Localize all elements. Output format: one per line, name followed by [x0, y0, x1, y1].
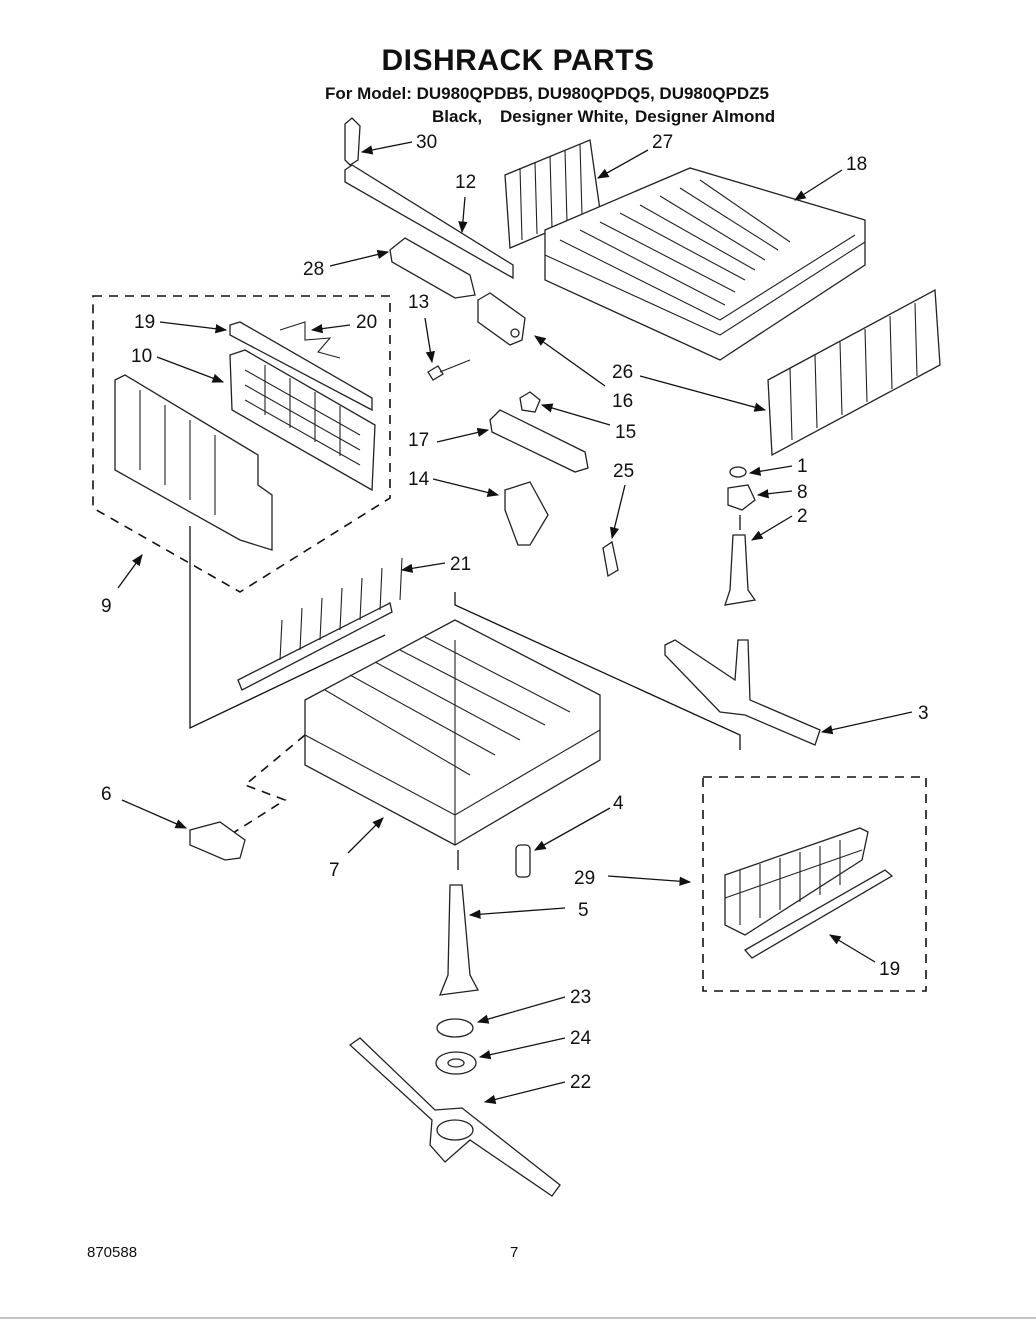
- part-20-clip: [279, 321, 341, 359]
- part-23-washer: [436, 1018, 474, 1038]
- part-28-bracket: [389, 237, 476, 299]
- callout-5: 5: [578, 900, 589, 921]
- callout-6: 6: [101, 784, 112, 805]
- color-designer-almond: Designer Almond: [635, 107, 776, 126]
- color-black: Black,: [432, 107, 483, 126]
- callout-25: 25: [613, 461, 634, 482]
- callout-19: 19: [134, 312, 155, 333]
- page-number: 7: [510, 1244, 519, 1261]
- callout-29: 29: [574, 868, 595, 889]
- callout-18: 18: [846, 154, 867, 175]
- part-30-hook: [344, 117, 361, 166]
- assembly-line-6: [221, 734, 306, 841]
- callout-1: 1: [797, 456, 808, 477]
- assembly-line-9: [189, 526, 386, 730]
- page-title: DISHRACK PARTS: [381, 44, 655, 77]
- document-code: 870588: [87, 1244, 138, 1261]
- callout-28: 28: [303, 259, 324, 280]
- assembly-line-rack: [454, 592, 741, 750]
- part-7-lower-rack: [304, 619, 601, 846]
- part-12-rail: [344, 164, 514, 280]
- callout-labels: 30 27 18 12 28 13 19 20 10 16 26 15 17 2…: [101, 132, 929, 1093]
- part-15-cap: [519, 391, 541, 413]
- callout-2: 2: [797, 506, 808, 527]
- part-10-basket: [229, 349, 376, 492]
- part-24-seal: [435, 1051, 477, 1075]
- part-19b-strip: [743, 869, 894, 959]
- part-5-tower: [438, 884, 480, 996]
- part-25-clip: [602, 540, 619, 578]
- callout-26: 26: [612, 362, 633, 383]
- leader-lines: [117, 141, 913, 1104]
- callout-23: 23: [570, 987, 591, 1008]
- callout-14: 14: [408, 469, 430, 490]
- callout-8: 8: [797, 482, 808, 503]
- callout-13: 13: [408, 292, 429, 313]
- part-14-manifold: [504, 481, 549, 546]
- part-19-strip: [229, 321, 373, 412]
- model-line: For Model: DU980QPDB5, DU980QPDQ5, DU980…: [325, 84, 770, 103]
- part-3-spray-arm: [664, 639, 821, 746]
- callout-19b: 19: [879, 959, 900, 980]
- callout-15: 15: [615, 422, 636, 443]
- part-16-plate: [477, 292, 526, 346]
- callout-22: 22: [570, 1072, 591, 1093]
- part-13-screw: [427, 359, 471, 381]
- callout-9: 9: [101, 596, 112, 617]
- callout-17: 17: [408, 430, 429, 451]
- callout-7: 7: [329, 860, 340, 881]
- callout-30: 30: [416, 132, 437, 153]
- part-18-upper-rack: [544, 167, 866, 361]
- callout-20: 20: [356, 312, 377, 333]
- part-6-stop: [189, 821, 246, 861]
- callout-10: 10: [131, 346, 152, 367]
- callout-24: 24: [570, 1028, 592, 1049]
- part-29-basket: [724, 827, 869, 936]
- group-29-dashed-outline: [702, 776, 927, 992]
- part-2-tube: [724, 534, 757, 606]
- part-26-side-rack: [767, 288, 941, 457]
- callout-21: 21: [450, 554, 471, 575]
- part-21-tines: [237, 557, 403, 691]
- callout-4: 4: [613, 793, 624, 814]
- part-17-spray-arm: [489, 409, 589, 473]
- part-9-cover: [114, 374, 273, 551]
- group-9-dashed-outline: [92, 295, 391, 593]
- part-22-spray-arm: [348, 1037, 561, 1197]
- callout-16: 16: [612, 391, 633, 412]
- callout-27: 27: [652, 132, 673, 153]
- part-1-washer: [729, 466, 747, 478]
- callout-3: 3: [918, 703, 929, 724]
- color-designer-white: Designer White,: [500, 107, 629, 126]
- part-4-bushing: [515, 844, 531, 878]
- part-8-nut: [727, 484, 756, 511]
- callout-12: 12: [455, 172, 476, 193]
